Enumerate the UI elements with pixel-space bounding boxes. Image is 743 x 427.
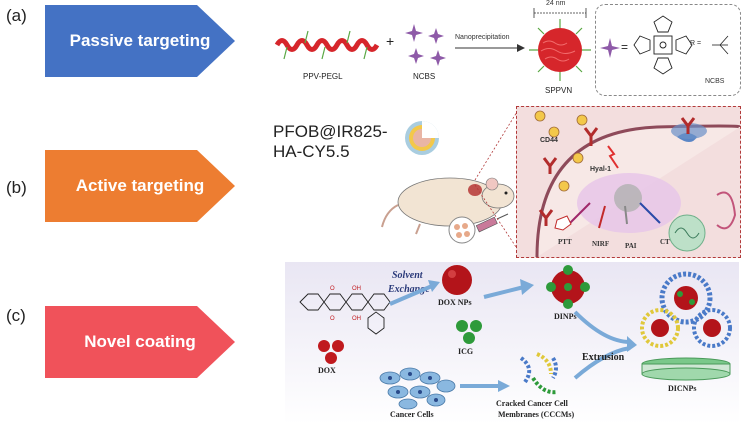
pai-label: PAI (625, 242, 637, 250)
ppv-pegl-label: PPV-PEGL (303, 72, 343, 81)
ct-label: CT (660, 238, 670, 246)
ncbs-star-cluster (405, 24, 446, 66)
cells-to-membranes-arrow (460, 380, 510, 392)
exchange-label: Exchange (388, 284, 430, 295)
ncbs-structure-box (595, 4, 741, 96)
cd44-label: CD44 (540, 137, 558, 144)
ncbs-label: NCBS (413, 72, 436, 81)
sppvn-nanoparticle (529, 19, 591, 81)
hyal-1-label: Hyal-1 (590, 166, 612, 173)
membranes-label-line-2: Membranes (CCCMs) (498, 410, 575, 419)
size-label: 24 nm (546, 0, 566, 7)
equals-sign: = (621, 40, 629, 54)
passive-targeting-text: Passive targeting (69, 31, 211, 50)
panel-b-label: (b) (6, 178, 27, 197)
membranes-label-line-1: Cracked Cancer Cell (496, 399, 568, 408)
extrusion-arrows (573, 310, 637, 380)
ppv-pegl-polymer (274, 30, 380, 60)
dinps-label: DINPs (554, 312, 577, 321)
svg-text:O: O (330, 286, 335, 292)
imaging-output-arrows (554, 202, 661, 231)
petri-dish (448, 216, 476, 244)
dox-nps-label: DOX NPs (438, 298, 472, 307)
active-targeting-text: Active targeting (75, 176, 205, 195)
silyl-substituent (712, 35, 729, 55)
dicnp-nanoparticles (640, 271, 732, 381)
dox-chemical-structure: O OH O OH (299, 286, 391, 335)
icg-label: ICG (458, 347, 474, 356)
dox-nanoparticle (442, 265, 472, 295)
syringe-icon (475, 213, 509, 233)
nanoprecipitation-label: Nanoprecipitation (455, 34, 510, 41)
pfob-nanoparticle (405, 121, 439, 155)
ptt-label: PTT (558, 238, 572, 246)
plus-sign: + (386, 33, 395, 49)
active-targeting-arrow: Active targeting (45, 150, 235, 222)
extrusion-label: Extrusion (582, 352, 625, 363)
panel-a-label: (a) (6, 6, 27, 25)
svg-text:OH: OH (352, 316, 361, 322)
cd44-receptors (534, 110, 696, 226)
dicnps-label: DICNPs (668, 384, 697, 393)
mouse-illustration (381, 177, 515, 235)
formulation-line-1: PFOB@IR825- (273, 122, 388, 141)
nirf-label: NIRF (592, 240, 610, 248)
size-bracket (533, 8, 587, 18)
novel-coating-arrow: Novel coating (45, 306, 235, 378)
novel-coating-text: Novel coating (84, 332, 196, 351)
r-substituent-label: R = (690, 40, 702, 47)
sppvn-label: SPPVN (545, 86, 573, 95)
dinp-nanoparticle (546, 265, 590, 309)
ncbs-chemical-structure (633, 15, 693, 75)
cancer-cells-label: Cancer Cells (390, 410, 434, 419)
zoom-dashed-lines (474, 106, 521, 254)
dox-to-dinps-arrow (483, 279, 534, 299)
svg-text:OH: OH (352, 286, 361, 292)
formulation-line-2: HA-CY5.5 (273, 142, 350, 161)
icg-molecules (456, 320, 482, 344)
dox-label: DOX (318, 366, 336, 375)
cracked-membranes (519, 352, 558, 395)
cancer-cells (379, 367, 456, 410)
solvent-exchange-arrow (389, 280, 440, 306)
passive-targeting-arrow: Passive targeting (45, 5, 235, 77)
solvent-label: Solvent (392, 270, 423, 281)
panel-c-label: (c) (6, 306, 26, 325)
nanoprecipitation-arrow (455, 44, 525, 52)
dox-molecules (318, 340, 344, 364)
ncbs-star-icon (600, 38, 620, 58)
ncbs-structure-label: NCBS (705, 78, 725, 85)
svg-text:O: O (330, 316, 335, 322)
